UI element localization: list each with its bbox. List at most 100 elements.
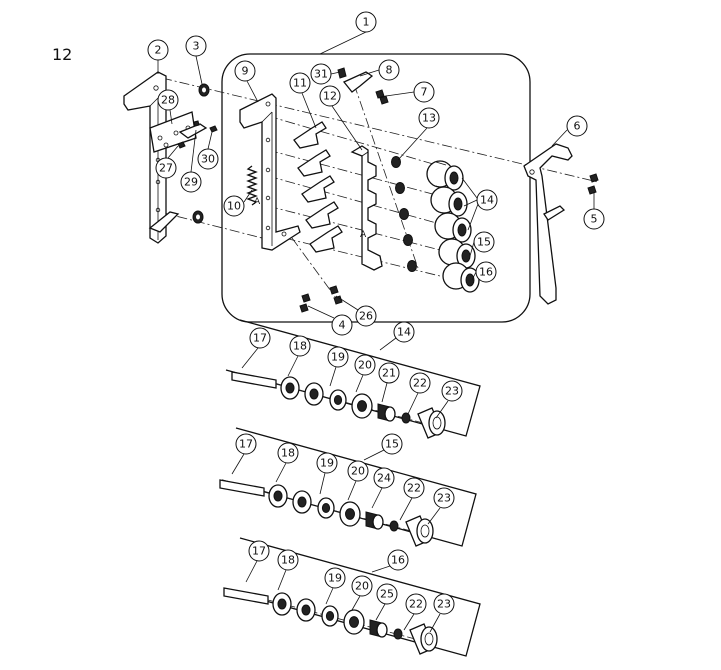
shaft	[231, 371, 277, 389]
right-screws	[587, 173, 599, 195]
hex-nuts	[192, 83, 210, 224]
callout-12: 12	[319, 85, 363, 151]
callout-number: 23	[445, 385, 459, 398]
bottom-screws	[299, 285, 343, 313]
callout-20: 20	[351, 575, 373, 611]
callout-number: 23	[437, 492, 451, 505]
callout-number: 11	[293, 77, 307, 90]
callout-number: 19	[328, 572, 342, 585]
callout-number: 7	[421, 86, 428, 99]
callout-28: 28	[157, 89, 179, 125]
disc-1	[272, 592, 292, 616]
callout-24: 24	[371, 467, 395, 509]
callout-3: 3	[185, 35, 207, 85]
callout-number: 14	[397, 326, 411, 339]
callout-number: 23	[437, 598, 451, 611]
callout-16: 16	[371, 549, 409, 573]
section-label-a-left: A	[254, 197, 261, 207]
callout-18: 18	[277, 549, 299, 591]
knob-cap	[405, 515, 434, 547]
callout-number: 30	[201, 153, 215, 166]
callout-number: 22	[407, 482, 421, 495]
knob-column	[426, 160, 480, 293]
callout-25: 25	[375, 583, 398, 621]
callout-21: 21	[378, 362, 400, 403]
callout-7: 7	[385, 81, 435, 103]
callout-number: 18	[293, 340, 307, 353]
small-bracket	[337, 67, 389, 105]
callout-22: 22	[407, 372, 431, 415]
callout-number: 20	[351, 465, 365, 478]
callout-number: 6	[574, 120, 581, 133]
callout-number: 26	[359, 310, 373, 323]
callout-20: 20	[347, 460, 369, 501]
knob-cap	[409, 623, 438, 655]
callout-number: 13	[422, 112, 436, 125]
callout-number: 3	[193, 40, 200, 53]
callout-number: 5	[591, 213, 598, 226]
callout-27: 27	[155, 145, 179, 179]
exploded-row-2	[219, 427, 477, 547]
disc-1	[268, 484, 288, 508]
bushing	[339, 501, 361, 527]
clip-and-screws	[177, 120, 218, 149]
callout-19: 19	[327, 346, 349, 387]
callout-number: 21	[382, 367, 396, 380]
bushing	[351, 393, 373, 419]
callout-number: 22	[413, 377, 427, 390]
callout-number: 24	[377, 472, 391, 485]
callout-number: 17	[252, 545, 266, 558]
callout-number: 22	[409, 598, 423, 611]
callout-15: 15	[469, 231, 495, 257]
exploded-row-1	[225, 319, 481, 439]
knob-cap	[417, 407, 446, 439]
page-number: 12	[52, 45, 73, 64]
callout-19: 19	[316, 452, 338, 495]
callout-number: 8	[386, 64, 393, 77]
gear-spring	[369, 619, 388, 638]
callout-number: 19	[331, 351, 345, 364]
assembly-group-frame	[221, 53, 531, 323]
spring	[246, 165, 258, 206]
washer-column	[391, 156, 417, 272]
callout-number: 17	[253, 332, 267, 345]
callout-22: 22	[399, 477, 425, 521]
gear-spring	[365, 511, 384, 530]
callout-9: 9	[234, 60, 259, 103]
callout-number: 15	[385, 438, 399, 451]
callout-number: 15	[477, 236, 491, 249]
callout-number: 10	[227, 200, 241, 213]
callout-number: 1	[363, 16, 370, 29]
callout-14: 14	[461, 177, 498, 231]
callout-number: 31	[314, 68, 328, 81]
disc-2	[296, 598, 316, 622]
exploded-row-3	[223, 537, 481, 657]
callout-1: 1	[319, 11, 377, 55]
callout-23: 23	[429, 593, 455, 633]
callout-number: 20	[355, 580, 369, 593]
callout-2: 2	[147, 39, 169, 74]
callout-23: 23	[427, 487, 455, 525]
washer	[317, 497, 335, 519]
frame-plate	[239, 93, 301, 251]
callout-number: 4	[339, 319, 346, 332]
disc-1	[280, 376, 300, 400]
callout-number: 20	[358, 359, 372, 372]
callout-number: 29	[184, 176, 198, 189]
nut	[393, 628, 403, 640]
lever-arms	[293, 121, 343, 253]
callout-number: 2	[155, 44, 162, 57]
callout-20: 20	[354, 354, 376, 393]
callout-number: 17	[239, 438, 253, 451]
callout-17: 17	[231, 433, 257, 475]
callout-17: 17	[245, 540, 270, 583]
callout-number: 27	[159, 162, 173, 175]
washer	[321, 605, 339, 627]
callout-number: 28	[161, 94, 175, 107]
callout-18: 18	[287, 335, 311, 377]
callout-number: 18	[281, 554, 295, 567]
callout-17: 17	[241, 327, 271, 369]
section-label-a-right: A	[360, 230, 367, 240]
callout-29: 29	[180, 129, 202, 193]
